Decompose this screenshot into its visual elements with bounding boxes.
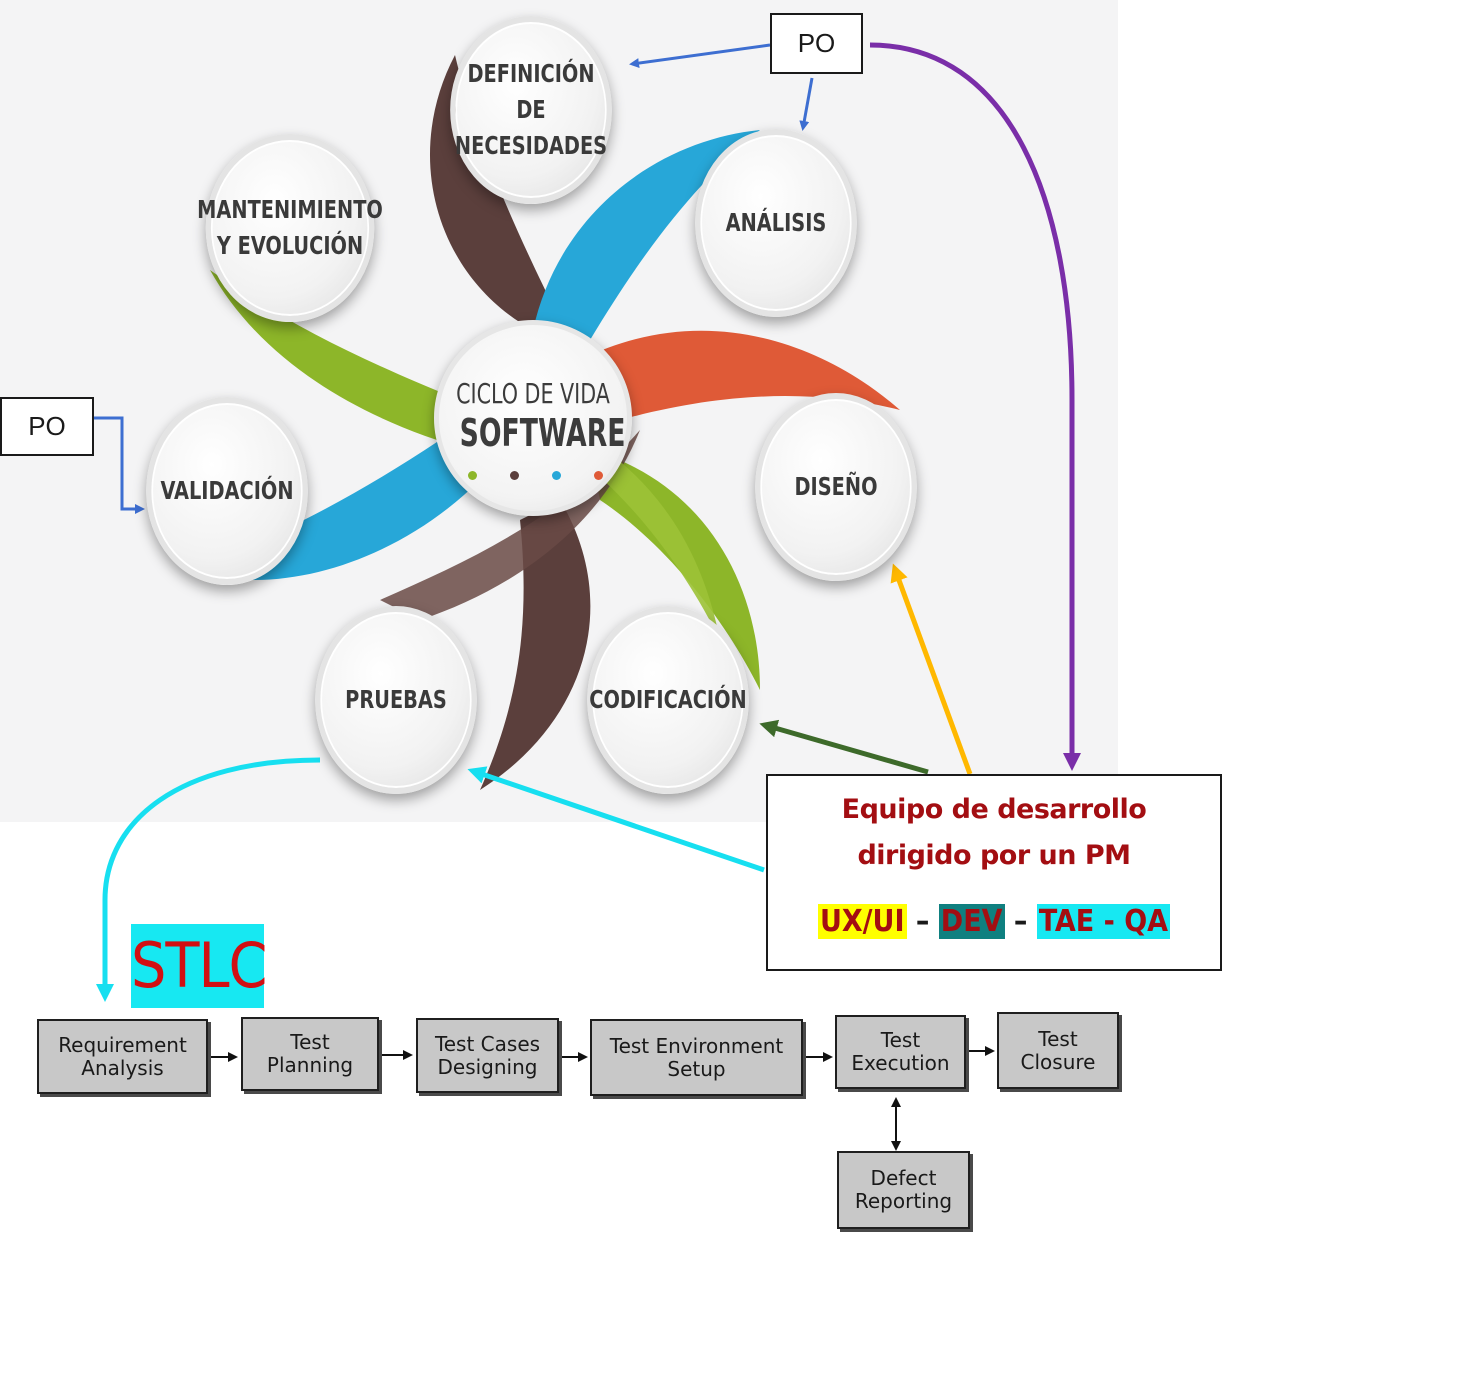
ribbon-pruebas (480, 500, 591, 790)
stlc-step-defect-reporting: Defect Reporting (837, 1151, 970, 1229)
hub-dot-orange (594, 471, 603, 480)
hub-title-top: CICLO DE VIDA (456, 377, 610, 410)
stlc-label: STLC (131, 924, 268, 1008)
step-label: Test Closure (1020, 1026, 1096, 1074)
stage-codificacion: CODIFICACIÓN (587, 606, 749, 794)
sdlc-center-hub: CICLO DE VIDA SOFTWARE (434, 320, 632, 516)
role-dev: DEV (938, 904, 1005, 939)
role-ux-ui: UX/UI (817, 904, 907, 939)
hub-dot-green (468, 471, 477, 480)
ribbon-shade-center (380, 430, 640, 620)
po-label: PO (28, 411, 66, 441)
stlc-step-test-environment-setup: Test Environment Setup (590, 1019, 803, 1096)
role-separator: – (1013, 904, 1028, 939)
arrow-team-to-pruebas (467, 766, 765, 873)
stage-label: DEFINICIÓN DE NECESIDADES (454, 59, 608, 160)
step-label: Requirement Analysis (58, 1032, 187, 1080)
connectors (93, 42, 1081, 1151)
stlc-step-test-execution: Test Execution (835, 1015, 966, 1089)
hub-title-main: SOFTWARE (459, 411, 626, 455)
stage-label: PRUEBAS (345, 685, 447, 714)
step-label: Test Cases Designing (434, 1031, 541, 1079)
stage-label: ANÁLISIS (725, 208, 827, 237)
arrow-po-to-analisis (799, 77, 814, 131)
stage-label: DISEÑO (794, 472, 878, 501)
stage-label: MANTENIMIENTO Y EVOLUCIÓN (197, 195, 383, 260)
stlc-step-test-cases-designing: Test Cases Designing (416, 1018, 559, 1093)
stage-diseno: DISEÑO (755, 393, 917, 581)
arrow-po-to-team (869, 42, 1081, 771)
stage-analisis: ANÁLISIS (695, 129, 857, 317)
team-roles: UX/UI – DEV – TAE - QA (768, 904, 1220, 939)
stage-definicion: DEFINICIÓN DE NECESIDADES (450, 16, 612, 204)
team-title-line1: Equipo de desarrollo (841, 794, 1147, 825)
hub-dot-brown (510, 471, 519, 480)
role-separator: – (915, 904, 930, 939)
step-label: Test Execution (851, 1028, 950, 1075)
hub-dot-blue (552, 471, 561, 480)
team-title-line2: dirigido por un PM (857, 840, 1131, 871)
po-label: PO (797, 28, 836, 58)
stage-label: VALIDACIÓN (160, 476, 294, 505)
ribbon-codificacion (590, 450, 760, 690)
stlc-step-test-closure: Test Closure (997, 1012, 1119, 1089)
stage-pruebas: PRUEBAS (315, 606, 477, 794)
po-box-top: PO (770, 13, 863, 74)
po-box-left: PO (0, 397, 94, 456)
arrow-pruebas-to-stlc (96, 757, 321, 1002)
stage-validacion: VALIDACIÓN (146, 397, 308, 585)
step-label: Test Planning (266, 1030, 354, 1077)
step-label: Defect Reporting (854, 1166, 953, 1213)
dev-team-box: Equipo de desarrollo dirigido por un PM … (766, 774, 1222, 971)
stlc-step-requirement-analysis: Requirement Analysis (37, 1019, 208, 1094)
step-label: Test Environment Setup (609, 1033, 784, 1081)
ribbon-diseno (580, 330, 900, 420)
arrow-team-to-diseno (890, 563, 973, 775)
role-tae-qa: TAE - QA (1036, 904, 1171, 939)
arrow-team-to-codificacion (759, 719, 929, 775)
stlc-step-test-planning: Test Planning (241, 1017, 379, 1091)
stage-label: CODIFICACIÓN (589, 685, 747, 714)
stage-mantenimiento: MANTENIMIENTO Y EVOLUCIÓN (197, 134, 383, 322)
arrow-po-to-definicion (629, 43, 771, 68)
arrow-po-to-validacion (93, 416, 145, 514)
